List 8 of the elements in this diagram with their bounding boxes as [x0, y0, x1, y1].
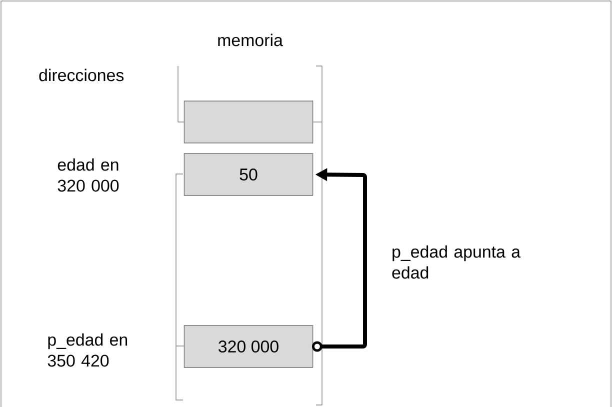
memory-cell: 50	[184, 153, 314, 196]
column-heading: direcciones	[39, 68, 124, 82]
column-heading: memoria	[218, 34, 283, 46]
edge-label: p_edad apunta a edad	[392, 245, 521, 279]
address-label: edad en 320 000	[58, 158, 119, 192]
address-label: p_edad en 350 420	[48, 333, 128, 367]
memory-cell: 320 000	[184, 325, 314, 368]
memory-cell	[184, 100, 314, 144]
